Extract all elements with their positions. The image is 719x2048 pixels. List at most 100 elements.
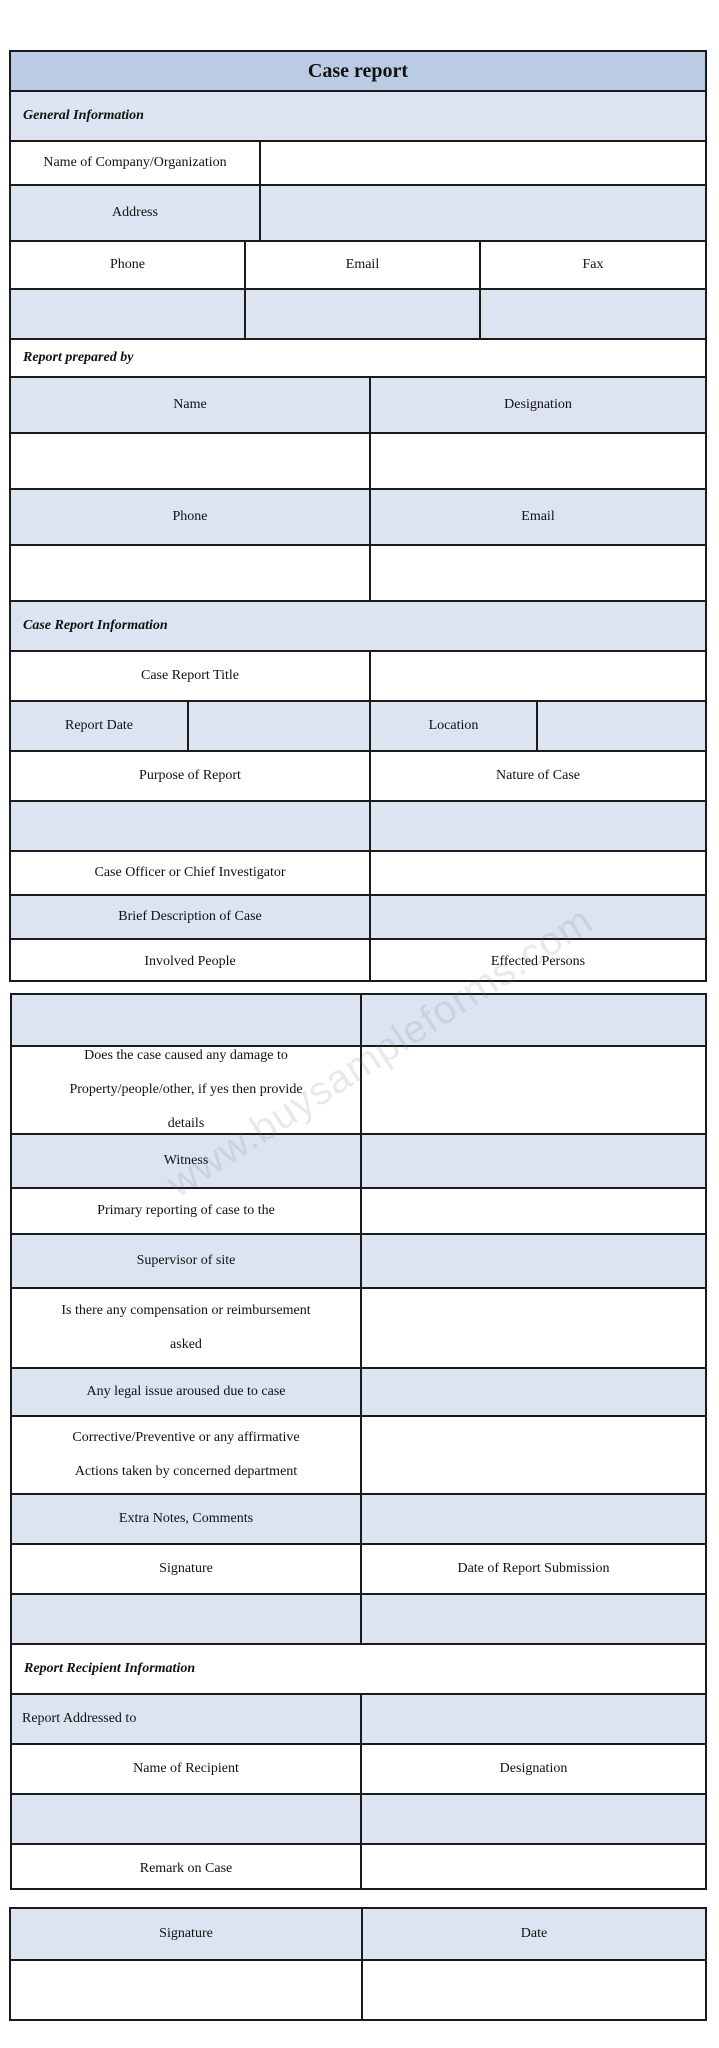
supervisor-field[interactable] (360, 1235, 705, 1287)
date-of-submission-field[interactable] (360, 1595, 705, 1643)
location-field[interactable] (536, 702, 705, 750)
signoff-values-row (11, 1959, 705, 2019)
purpose-of-report-field[interactable] (11, 802, 369, 850)
effected-persons-field[interactable] (360, 995, 705, 1045)
final-date-field[interactable] (361, 1961, 705, 2019)
phone-label: Phone (110, 257, 145, 272)
compensation-line-2: asked (170, 1337, 202, 1352)
fax-label: Fax (479, 242, 705, 288)
prepared-contact-labels-row: Phone Email (11, 488, 705, 544)
preparer-phone-field[interactable] (11, 546, 369, 600)
report-date-label: Report Date (11, 702, 187, 750)
addressed-row: Report Addressed to (12, 1693, 705, 1743)
compensation-row: Is there any compensation or reimburseme… (12, 1287, 705, 1367)
date-of-submission-label: Date of Report Submission (360, 1545, 705, 1593)
preparer-designation-label: Designation (369, 378, 705, 432)
preparer-name-label: Name (11, 378, 369, 432)
final-date-label: Date (361, 1909, 705, 1959)
form-title: Case report (11, 52, 705, 90)
signature-block: Signature Date (9, 1907, 707, 2021)
prepared-labels-row: Name Designation (11, 376, 705, 432)
brief-description-field[interactable] (369, 896, 705, 938)
fax-field[interactable] (479, 290, 705, 338)
witness-label: Witness (12, 1135, 360, 1187)
signature-date-labels-row: Signature Date of Report Submission (12, 1543, 705, 1593)
general-heading-row: General Information (11, 90, 705, 140)
corrective-actions-field[interactable] (360, 1417, 705, 1493)
purpose-of-report-label: Purpose of Report (139, 768, 241, 783)
final-signature-label: Signature (11, 1909, 361, 1959)
nature-of-case-field[interactable] (369, 802, 705, 850)
prepared-heading-row: Report prepared by (11, 338, 705, 376)
remark-on-case-field[interactable] (360, 1845, 705, 1888)
signoff-labels-row: Signature Date (11, 1909, 705, 1959)
damage-question-line-3: details (167, 1116, 205, 1131)
involved-people-field[interactable] (12, 995, 360, 1045)
report-prepared-by-heading: Report prepared by (23, 350, 134, 365)
legal-issue-row: Any legal issue aroused due to case (12, 1367, 705, 1415)
recipient-designation-field[interactable] (360, 1795, 705, 1843)
preparer-email-label: Email (369, 490, 705, 544)
prepared-values-row (11, 432, 705, 488)
preparer-phone-label: Phone (11, 490, 369, 544)
involved-people-label: Involved People (144, 954, 236, 969)
compensation-question-label: Is there any compensation or reimburseme… (12, 1289, 360, 1367)
case-report-form-section-1: Case report General Information Name of … (9, 50, 707, 982)
brief-description-label: Brief Description of Case (11, 896, 369, 938)
officer-row: Case Officer or Chief Investigator (11, 850, 705, 894)
preparer-email-field[interactable] (369, 546, 705, 600)
case-report-title-field[interactable] (369, 652, 705, 700)
contact-values-row (11, 288, 705, 338)
description-row: Brief Description of Case (11, 894, 705, 938)
corrective-line-2: Actions taken by concerned department (74, 1464, 298, 1479)
extra-notes-field[interactable] (360, 1495, 705, 1543)
final-signature-field[interactable] (11, 1961, 361, 2019)
compensation-answer-field[interactable] (360, 1289, 705, 1367)
damage-question-line-2: Property/people/other, if yes then provi… (69, 1082, 303, 1097)
recipient-name-label: Name of Recipient (133, 1761, 239, 1776)
case-report-information-heading: Case Report Information (11, 602, 705, 650)
recipient-labels-row: Name of Recipient Designation (12, 1743, 705, 1793)
address-field[interactable] (259, 186, 705, 240)
corrective-actions-label: Corrective/Preventive or any affirmative… (12, 1417, 360, 1493)
case-info-heading-row: Case Report Information (11, 600, 705, 650)
people-values-row (12, 995, 705, 1045)
case-title-row: Case Report Title (11, 650, 705, 700)
company-field[interactable] (259, 142, 705, 184)
phone-field[interactable] (11, 290, 244, 338)
damage-question-line-1: Does the case caused any damage to (84, 1048, 288, 1063)
report-date-field[interactable] (187, 702, 369, 750)
case-officer-label: Case Officer or Chief Investigator (94, 865, 286, 880)
damage-answer-field[interactable] (360, 1047, 705, 1133)
recipient-name-field[interactable] (12, 1795, 360, 1843)
damage-question-label: Does the case caused any damage to Prope… (12, 1047, 360, 1133)
case-report-title-label: Case Report Title (140, 668, 239, 683)
extra-notes-label: Extra Notes, Comments (12, 1495, 360, 1543)
case-report-form-section-2: Does the case caused any damage to Prope… (10, 993, 707, 1890)
contact-header-row: Phone Email Fax (11, 240, 705, 288)
people-row: Involved People Effected Persons (11, 938, 705, 980)
remark-row: Remark on Case (12, 1843, 705, 1888)
preparer-designation-field[interactable] (369, 434, 705, 488)
damage-row: Does the case caused any damage to Prope… (12, 1045, 705, 1133)
company-row: Name of Company/Organization (11, 140, 705, 184)
compensation-line-1: Is there any compensation or reimburseme… (61, 1303, 311, 1318)
address-label: Address (11, 186, 259, 240)
signature-date-values-row (12, 1593, 705, 1643)
prepared-contact-values-row (11, 544, 705, 600)
case-officer-field[interactable] (369, 852, 705, 894)
witness-field[interactable] (360, 1135, 705, 1187)
report-addressed-to-field[interactable] (360, 1695, 705, 1743)
signature-field[interactable] (12, 1595, 360, 1643)
effected-persons-label: Effected Persons (369, 940, 705, 980)
witness-row: Witness (12, 1133, 705, 1187)
legal-issue-field[interactable] (360, 1369, 705, 1415)
purpose-nature-labels-row: Purpose of Report Nature of Case (11, 750, 705, 800)
report-addressed-to-label: Report Addressed to (12, 1695, 360, 1743)
supervisor-label: Supervisor of site (12, 1235, 360, 1287)
recipient-designation-label: Designation (360, 1745, 705, 1793)
email-field[interactable] (244, 290, 479, 338)
primary-reporting-field[interactable] (360, 1189, 705, 1233)
preparer-name-field[interactable] (11, 434, 369, 488)
address-row: Address (11, 184, 705, 240)
